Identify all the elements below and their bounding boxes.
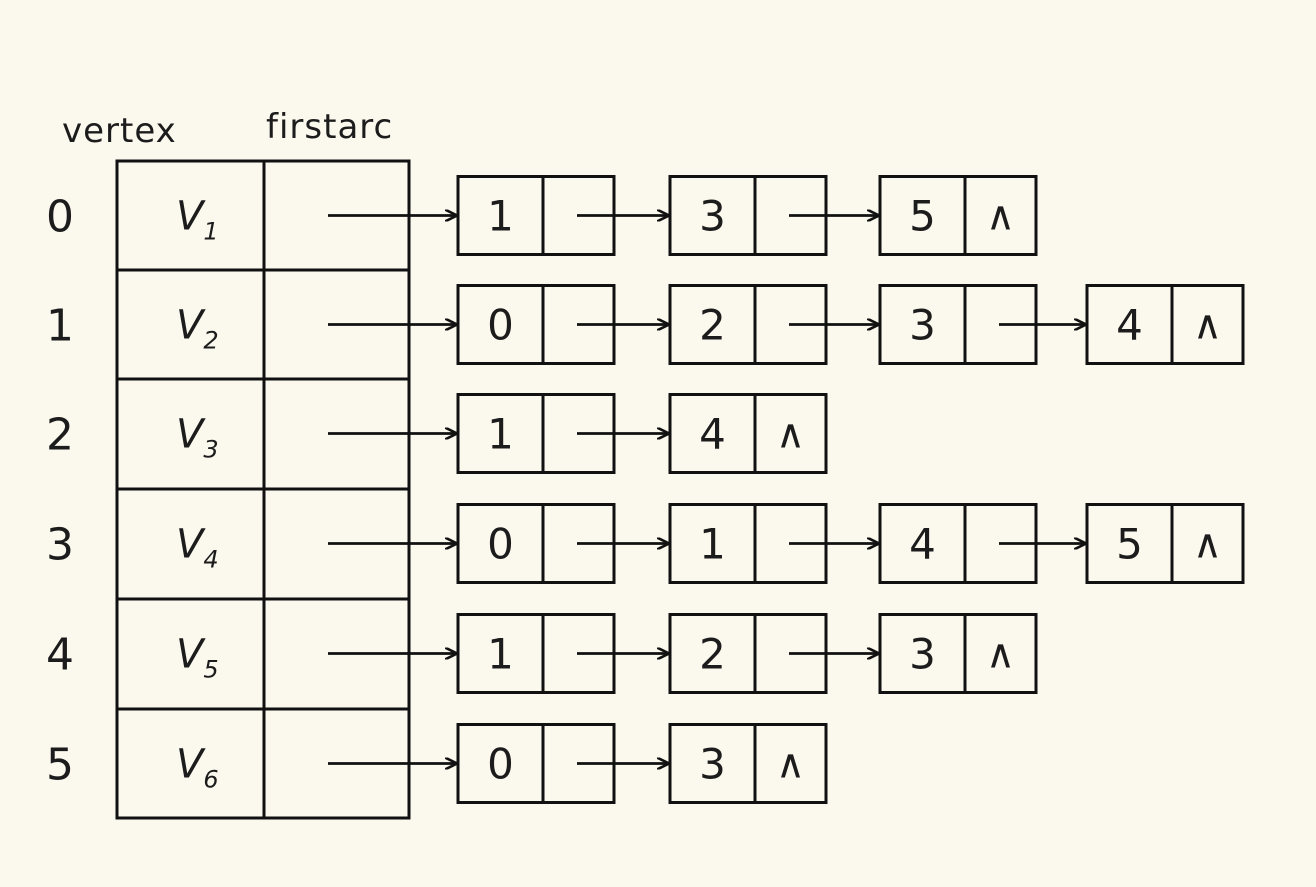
vertex-letter: V <box>176 632 206 678</box>
null-pointer-symbol: ∧ <box>986 194 1015 240</box>
adjacency-node-value: 5 <box>1116 520 1143 569</box>
row-index-label: 4 <box>46 630 74 681</box>
vertex-letter: V <box>176 522 206 568</box>
vertex-subscript: 5 <box>203 656 218 684</box>
adjacency-node: 5∧ <box>878 175 1038 256</box>
vertex-subscript: 4 <box>203 546 218 574</box>
row-index-label: 1 <box>46 301 74 352</box>
adjacency-node-value: 0 <box>487 301 514 350</box>
null-pointer-symbol: ∧ <box>776 742 805 788</box>
row-index-label: 2 <box>46 410 74 461</box>
vertex-name: V1 <box>176 194 219 246</box>
adjacency-node-value: 1 <box>487 630 514 679</box>
adjacency-node-box <box>878 613 1038 694</box>
adjacency-node-value: 5 <box>909 192 936 241</box>
adjacency-node-box <box>668 393 828 474</box>
adjacency-node-value: 1 <box>699 520 726 569</box>
adjacency-node-value: 3 <box>909 301 936 350</box>
adjacency-node: 3∧ <box>878 613 1038 694</box>
adjacency-node-value: 3 <box>699 192 726 241</box>
adjacency-node-value: 3 <box>699 740 726 789</box>
adjacency-node-box <box>668 723 828 804</box>
adjacency-node-box <box>1085 284 1245 365</box>
adjacency-node-value: 4 <box>1116 301 1143 350</box>
vertex-letter: V <box>176 194 206 240</box>
adjacency-node-value: 2 <box>699 301 726 350</box>
adjacency-node: 5∧ <box>1085 503 1245 584</box>
adjacency-node-value: 3 <box>909 630 936 679</box>
adjacency-node-box <box>1085 503 1245 584</box>
row-index-label: 0 <box>46 192 74 243</box>
vertex-subscript: 1 <box>203 218 218 246</box>
header-vertex: vertex <box>62 111 177 151</box>
null-pointer-symbol: ∧ <box>776 412 805 458</box>
null-pointer-symbol: ∧ <box>986 632 1015 678</box>
adjacency-node-value: 4 <box>699 410 726 459</box>
adjacency-node: 3∧ <box>668 723 828 804</box>
vertex-name: V2 <box>176 303 219 355</box>
vertex-name: V3 <box>176 412 219 464</box>
null-pointer-symbol: ∧ <box>1193 522 1222 568</box>
header-firstarc: firstarc <box>266 107 393 147</box>
adjacency-node: 0 <box>456 284 616 365</box>
vertex-letter: V <box>176 412 206 458</box>
adjacency-node-value: 1 <box>487 192 514 241</box>
adjacency-node-value: 1 <box>487 410 514 459</box>
adjacency-node: 0 <box>456 503 616 584</box>
adjacency-node-value: 0 <box>487 520 514 569</box>
adjacency-node-value: 4 <box>909 520 936 569</box>
adjacency-node-value: 2 <box>699 630 726 679</box>
vertex-subscript: 2 <box>203 327 218 355</box>
row-index-label: 5 <box>46 740 74 791</box>
adjacency-node-value: 0 <box>487 740 514 789</box>
adjacency-node: 4∧ <box>1085 284 1245 365</box>
row-index-label: 3 <box>46 520 74 571</box>
vertex-letter: V <box>176 303 206 349</box>
vertex-name: V5 <box>176 632 219 684</box>
vertex-letter: V <box>176 742 206 788</box>
null-pointer-symbol: ∧ <box>1193 303 1222 349</box>
vertex-subscript: 3 <box>203 436 218 464</box>
adjacency-node-box <box>878 175 1038 256</box>
vertex-subscript: 6 <box>203 766 218 794</box>
vertex-name: V6 <box>176 742 219 794</box>
adjacency-node: 1 <box>456 393 616 474</box>
adjacency-node: 4∧ <box>668 393 828 474</box>
adjacency-node: 4 <box>878 503 1038 584</box>
vertex-name: V4 <box>176 522 219 574</box>
